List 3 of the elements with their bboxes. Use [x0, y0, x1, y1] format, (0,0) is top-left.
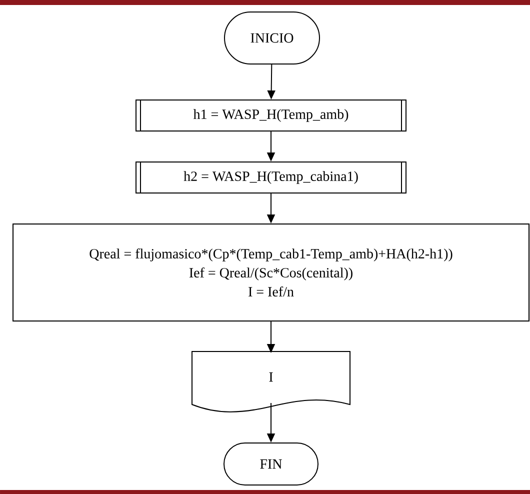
process-box: Qreal = flujomasico*(Cp*(Temp_cab1-Temp_amb)+HA(h2-h1)) Ief = Qreal/(Sc*Cos(cenital)) I = Ief/n: [12, 224, 530, 322]
subprocess-box: h1 = WASP_H(Temp_amb): [136, 98, 406, 132]
subprocess-box: h2 = WASP_H(Temp_cabina1): [136, 160, 406, 194]
